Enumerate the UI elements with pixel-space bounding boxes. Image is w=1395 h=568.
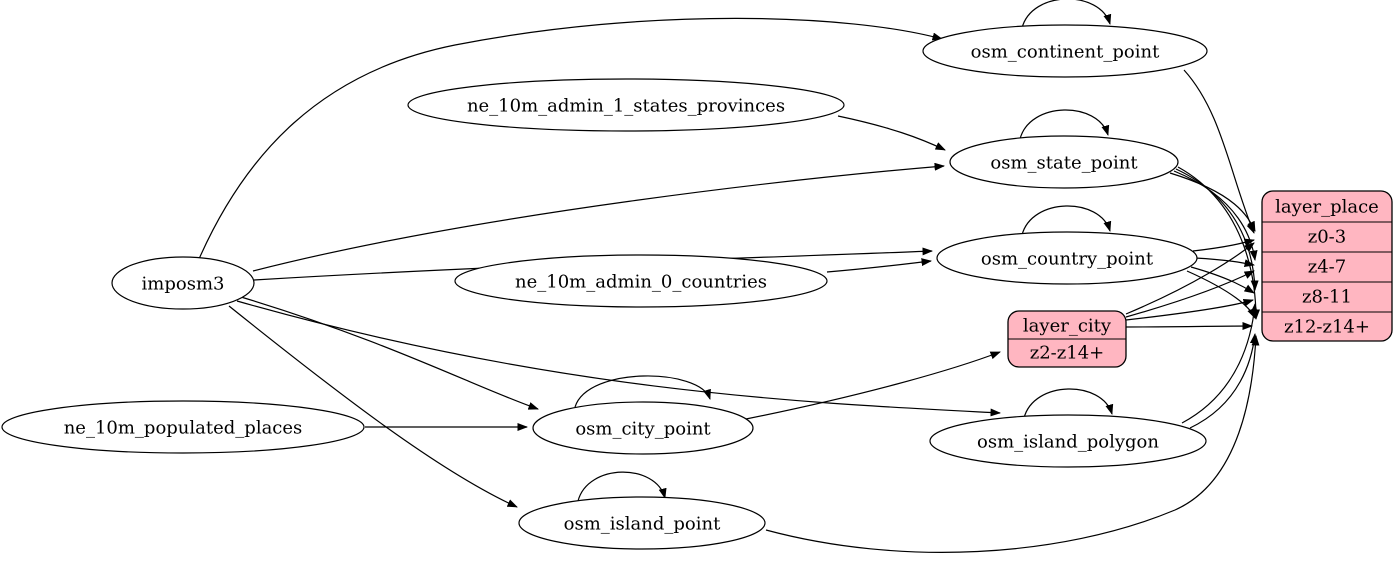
node-osm_country_point: osm_country_point [936, 231, 1198, 285]
edge-ne_10m_admin_0_countries-osm_country_point [826, 258, 932, 273]
node-osm_city_point: osm_city_point [532, 401, 754, 455]
edge-selfloop-osm_island_polygon [1023, 388, 1114, 419]
record-layer_place-row-z0-3: z0-3 [1308, 227, 1346, 248]
node-osm_country_point-label: osm_country_point [981, 249, 1154, 270]
node-osm_state_point-label: osm_state_point [990, 153, 1138, 174]
node-imposm3-label: imposm3 [142, 274, 225, 295]
edge-osm_country_point-layer_place-z4-7 [1194, 257, 1255, 268]
node-osm_continent_point: osm_continent_point [922, 24, 1208, 78]
record-layer_place-box [1261, 190, 1393, 342]
edge-ne_10m_admin_1_states_provinces-osm_state_point [837, 115, 946, 151]
edge-selfloop-osm_island_point [577, 471, 667, 502]
edge-osm_continent_point-layer_place-z0-3 [1183, 69, 1255, 234]
record-layer_place-title: layer_place [1275, 197, 1379, 218]
node-imposm3: imposm3 [111, 256, 255, 310]
edge-osm_state_point-layer_place-z12-z14 [1177, 166, 1260, 320]
node-osm_city_point-shape [532, 401, 754, 455]
edge-layer_city-layer_place-z4-7 [1125, 270, 1255, 318]
node-ne_10m_admin_1_states_provinces: ne_10m_admin_1_states_provinces [407, 78, 845, 132]
edge-imposm3-osm_state_point [252, 162, 945, 272]
node-osm_country_point-shape [936, 231, 1198, 285]
edge-osm_city_point-layer_city-z2-z14 [745, 351, 1001, 420]
node-imposm3-shape [111, 256, 255, 310]
edge-osm_island_point-layer_place-z12-z14 [765, 335, 1260, 553]
edge-imposm3-osm_island_polygon [236, 300, 1001, 417]
node-osm_island_point-label: osm_island_point [564, 514, 721, 535]
node-osm_continent_point-shape [922, 24, 1208, 78]
edge-selfloop-osm_state_point [1019, 109, 1110, 140]
node-osm_state_point-shape [949, 135, 1179, 189]
node-osm_island_point-shape [518, 496, 766, 550]
node-ne_10m_populated_places-shape [1, 400, 365, 454]
edge-osm_state_point-layer_place-z4-7 [1173, 170, 1258, 261]
node-ne_10m_admin_0_countries: ne_10m_admin_0_countries [454, 254, 828, 308]
edge-imposm3-osm_city_point [240, 296, 539, 410]
node-osm_island_point: osm_island_point [518, 496, 766, 550]
edge-selfloop-osm_city_point [574, 375, 711, 408]
node-ne_10m_admin_1_states_provinces-shape [407, 78, 845, 132]
node-osm_island_polygon-label: osm_island_polygon [977, 432, 1159, 453]
record-layer_city: layer_city z2-z14+ [1007, 310, 1127, 368]
edge-layer_city-layer_place-z8-11 [1125, 298, 1254, 321]
edge-osm_country_point-layer_place-z0-3 [1192, 238, 1255, 252]
edge-osm_state_point-layer_place-z8-11 [1175, 168, 1259, 291]
record-layer_city-title: layer_city [1023, 316, 1112, 337]
node-ne_10m_admin_1_states_provinces-label: ne_10m_admin_1_states_provinces [467, 96, 785, 117]
node-osm_continent_point-label: osm_continent_point [971, 42, 1160, 63]
record-layer_place: layer_place z0-3 z4-7 z8-11 z12-z14+ [1261, 190, 1393, 342]
edge-osm_country_point-layer_place-z8-11 [1190, 266, 1255, 294]
record-layer_place-row-z8-11: z8-11 [1302, 287, 1352, 308]
record-layer_city-row-z2-z14: z2-z14+ [1030, 343, 1105, 364]
record-layer_place-row-z4-7: z4-7 [1308, 257, 1346, 278]
node-ne_10m_populated_places-label: ne_10m_populated_places [64, 418, 303, 439]
edge-layer_city-layer_place-z0-3 [1125, 242, 1255, 315]
edge-osm_country_point-layer_place-z12-z14 [1186, 270, 1256, 319]
node-ne_10m_populated_places: ne_10m_populated_places [1, 400, 365, 454]
node-osm_city_point-label: osm_city_point [575, 419, 711, 440]
edge-selfloop-osm_country_point [1021, 205, 1112, 236]
record-layer_place-row-z12-z14: z12-z14+ [1284, 317, 1370, 338]
edge-imposm3-osm_continent_point [198, 17, 943, 260]
node-osm_island_polygon: osm_island_polygon [929, 414, 1207, 468]
edge-layer_city-layer_place-z12-z14 [1125, 322, 1253, 331]
node-ne_10m_admin_0_countries-label: ne_10m_admin_0_countries [515, 272, 767, 293]
edge-selfloop-osm_continent_point [1021, 0, 1112, 29]
edge-osm_state_point-layer_place-z0-3 [1169, 172, 1256, 232]
node-ne_10m_admin_0_countries-shape [454, 254, 828, 308]
node-osm_state_point: osm_state_point [949, 135, 1179, 189]
node-osm_island_polygon-shape [929, 414, 1207, 468]
